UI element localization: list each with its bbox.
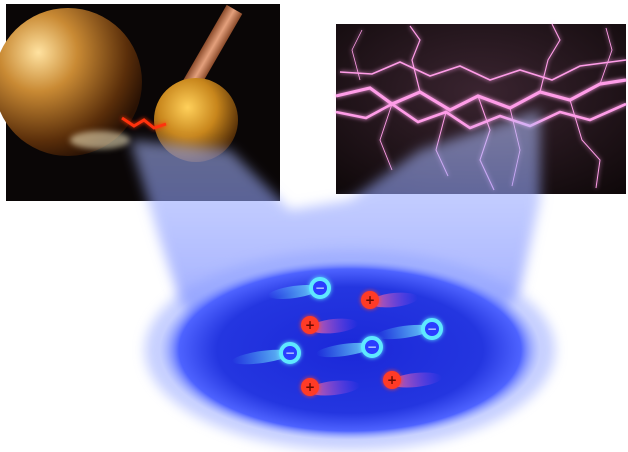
ion-4: + (301, 378, 360, 396)
spark-arc (121, 116, 167, 130)
small-sphere (154, 78, 238, 162)
large-sphere (0, 8, 142, 156)
svg-text:−: − (315, 281, 325, 295)
svg-text:+: + (387, 373, 397, 387)
svg-text:−: − (285, 346, 295, 360)
svg-text:+: + (305, 380, 315, 394)
electron-4: − (232, 342, 301, 365)
ion-2: + (301, 316, 358, 334)
svg-text:−: − (367, 340, 377, 354)
particles: − − − − + + + (232, 277, 443, 396)
electron-2: − (376, 318, 443, 340)
ion-3: + (383, 371, 442, 389)
svg-text:+: + (365, 293, 375, 307)
electron-1: − (268, 277, 331, 299)
svg-text:+: + (305, 318, 315, 332)
ion-1: + (361, 291, 418, 309)
electron-3: − (316, 336, 383, 358)
svg-text:−: − (427, 322, 437, 336)
